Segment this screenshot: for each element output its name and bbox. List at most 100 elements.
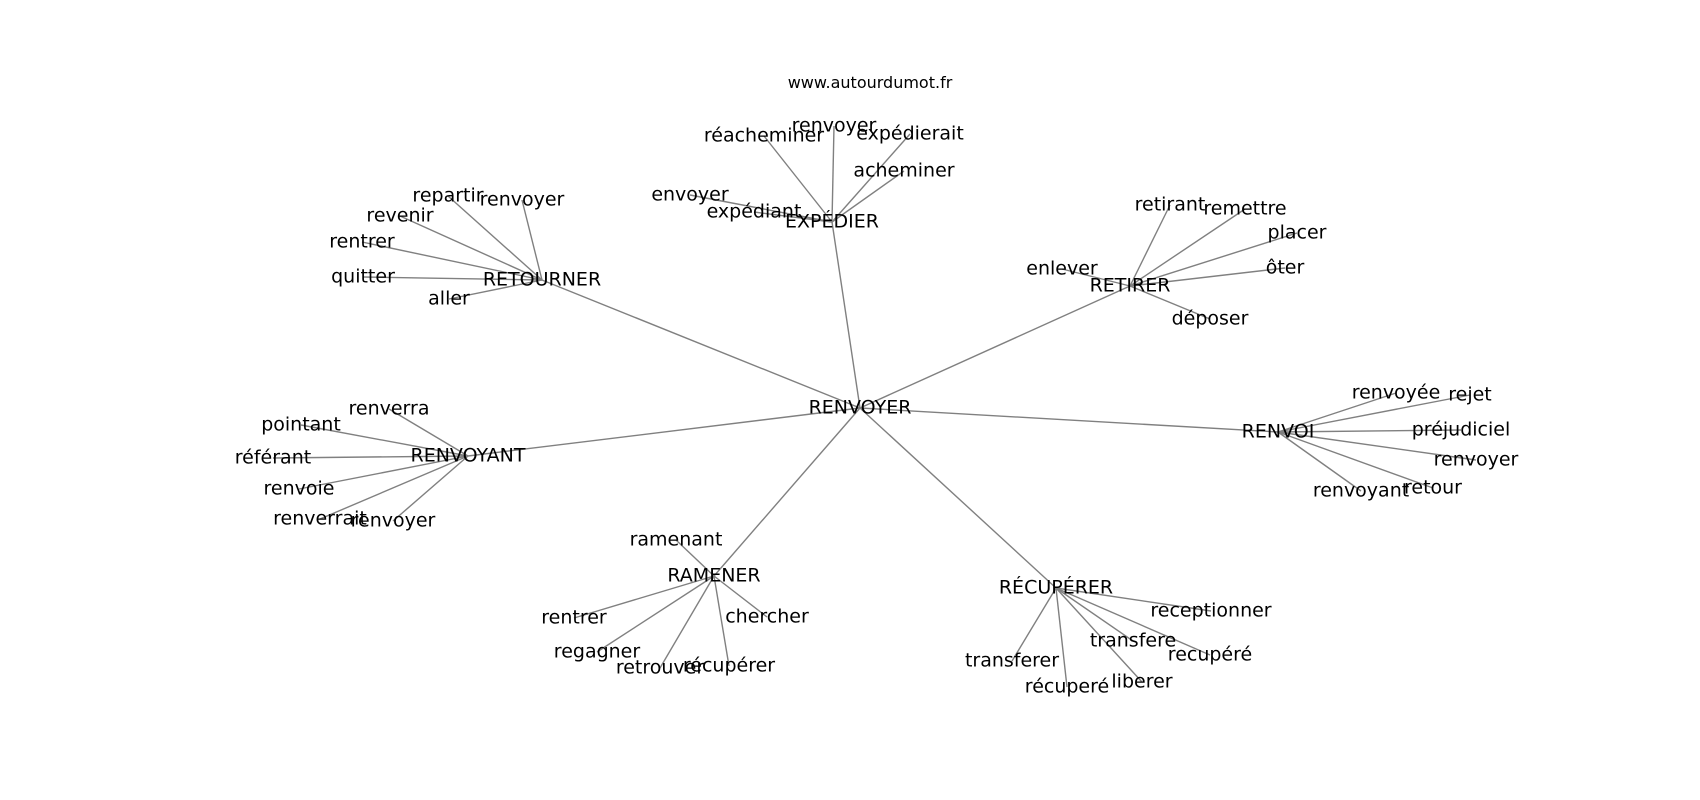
leaf-node-label[interactable]: retrouver — [616, 657, 705, 679]
hub-node-label[interactable]: RENVOYANT — [411, 445, 526, 467]
edge-center-to-hub — [467, 407, 861, 457]
site-label: www.autourdumot.fr — [788, 73, 953, 92]
leaf-node-label[interactable]: revenir — [366, 205, 433, 227]
leaf-node-label[interactable]: préjudiciel — [1412, 419, 1511, 441]
edge-hub-to-leaf — [713, 575, 730, 667]
leaf-node-label[interactable]: rejet — [1448, 384, 1492, 406]
leaf-node-label[interactable]: référant — [235, 447, 311, 469]
leaf-node-label[interactable]: renvoie — [264, 478, 335, 500]
edge-hub-to-leaf — [1129, 204, 1171, 287]
edge-hub-to-leaf — [763, 135, 833, 223]
leaf-node-label[interactable]: récupérer — [683, 655, 775, 677]
leaf-node-label[interactable]: réacheminer — [704, 125, 824, 147]
edge-hub-to-leaf — [1055, 587, 1212, 612]
leaf-node-label[interactable]: renvoyée — [1352, 382, 1441, 404]
hub-node-label[interactable]: RAMENER — [667, 565, 760, 587]
edge-center-to-hub — [541, 279, 861, 409]
edge-hub-to-leaf — [831, 125, 835, 223]
edge-hub-to-leaf — [361, 241, 543, 281]
leaf-node-label[interactable]: renverra — [349, 398, 430, 420]
edge-center-to-hub — [859, 407, 1057, 589]
edge-center-to-hub — [713, 407, 861, 577]
leaf-node-label[interactable]: transfere — [1090, 630, 1176, 652]
edge-hub-to-leaf — [753, 211, 833, 223]
edge-hub-to-leaf — [300, 424, 469, 457]
leaf-node-label[interactable]: rentrer — [329, 231, 395, 253]
edge-hub-to-leaf — [272, 455, 469, 459]
leaf-node-label[interactable]: expédierait — [856, 123, 964, 145]
leaf-node-label[interactable]: placer — [1268, 222, 1327, 244]
leaf-node-label[interactable]: aller — [428, 288, 470, 310]
leaf-node-label[interactable]: envoyer — [651, 184, 729, 206]
leaf-node-label[interactable]: renverrait — [273, 508, 367, 530]
leaf-node-label[interactable]: remettre — [1203, 198, 1286, 220]
edge-hub-to-leaf — [1061, 268, 1131, 287]
leaf-node-label[interactable]: recupéré — [1168, 644, 1252, 666]
edge-hub-to-leaf — [362, 276, 543, 281]
leaf-node-label[interactable]: renvoyer — [1434, 449, 1519, 471]
center-node-label[interactable]: RENVOYER — [809, 397, 912, 419]
leaf-node-label[interactable]: rentrer — [541, 607, 607, 629]
leaf-node-label[interactable]: renvoyer — [351, 510, 436, 532]
leaf-node-label[interactable]: receptionner — [1150, 600, 1271, 622]
leaf-node-label[interactable]: déposer — [1172, 308, 1249, 330]
leaf-node-label[interactable]: renvoyant — [1313, 480, 1409, 502]
edge-hub-to-leaf — [713, 575, 768, 618]
edge-hub-to-leaf — [447, 195, 543, 281]
edge-hub-to-leaf — [573, 575, 715, 619]
edge-hub-to-leaf — [596, 575, 715, 653]
hub-node-label[interactable]: RÉCUPÉRER — [999, 576, 1113, 599]
edge-hub-to-leaf — [521, 199, 543, 281]
edge-hub-to-leaf — [1055, 587, 1211, 656]
edge-center-to-hub — [859, 285, 1131, 409]
hub-node-label[interactable]: RENVOI — [1242, 421, 1315, 443]
leaf-node-label[interactable]: expédiant — [707, 201, 802, 223]
hub-node-label[interactable]: RETIRER — [1090, 275, 1171, 297]
edge-hub-to-leaf — [1055, 587, 1068, 688]
edge-hub-to-leaf — [831, 133, 911, 223]
edge-center-to-hub — [831, 221, 861, 409]
edge-hub-to-leaf — [1277, 429, 1462, 433]
edge-hub-to-leaf — [1129, 267, 1286, 287]
edge-hub-to-leaf — [1129, 208, 1246, 287]
leaf-node-label[interactable]: enlever — [1026, 258, 1098, 280]
edge-hub-to-leaf — [1129, 232, 1298, 287]
edge-hub-to-leaf — [319, 455, 469, 520]
edge-hub-to-leaf — [1277, 392, 1397, 433]
edge-hub-to-leaf — [1277, 394, 1471, 433]
leaf-node-label[interactable]: regagner — [554, 641, 641, 663]
leaf-node-label[interactable]: pointant — [261, 414, 341, 436]
edge-hub-to-leaf — [1129, 285, 1211, 320]
edge-hub-to-leaf — [392, 455, 469, 522]
leaf-node-label[interactable]: renvoyer — [480, 189, 565, 211]
edge-layer — [272, 125, 1477, 688]
leaf-node-label[interactable]: ôter — [1266, 257, 1305, 279]
hub-node-label[interactable]: RETOURNER — [483, 269, 601, 291]
edge-hub-to-leaf — [298, 455, 469, 490]
leaf-node-label[interactable]: récuperé — [1025, 676, 1109, 698]
edge-hub-to-leaf — [1277, 431, 1362, 492]
leaf-node-label[interactable]: retirant — [1135, 194, 1206, 216]
edge-hub-to-leaf — [689, 194, 833, 223]
leaf-node-label[interactable]: transferer — [965, 650, 1059, 672]
edge-hub-to-leaf — [388, 408, 469, 457]
edge-hub-to-leaf — [831, 170, 905, 223]
hub-node-label[interactable]: EXPÉDIER — [785, 210, 879, 233]
leaf-node-label[interactable]: liberer — [1111, 671, 1172, 693]
leaf-node-label[interactable]: chercher — [725, 606, 809, 628]
edge-hub-to-leaf — [1055, 587, 1143, 683]
edge-hub-to-leaf — [1011, 587, 1057, 662]
leaf-node-label[interactable]: quitter — [331, 266, 395, 288]
edge-hub-to-leaf — [675, 539, 715, 577]
edge-center-to-hub — [859, 407, 1279, 433]
leaf-node-label[interactable]: acheminer — [853, 160, 954, 182]
edge-hub-to-leaf — [1277, 431, 1477, 461]
edge-hub-to-leaf — [399, 215, 543, 281]
edge-hub-to-leaf — [1055, 587, 1134, 642]
leaf-node-label[interactable]: retour — [1404, 477, 1462, 499]
leaf-node-label[interactable]: renvoyer — [792, 115, 877, 137]
leaf-node-label[interactable]: ramenant — [630, 529, 723, 551]
leaf-node-label[interactable]: repartir — [412, 185, 483, 207]
